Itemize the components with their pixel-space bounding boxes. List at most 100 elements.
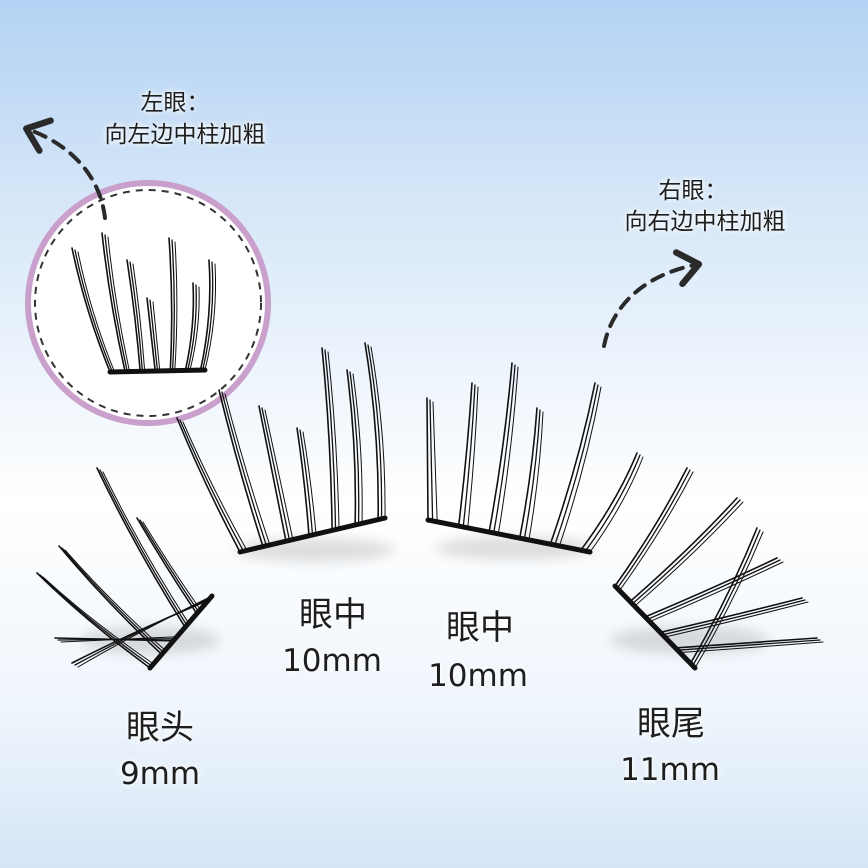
lash-strand — [619, 471, 694, 592]
lash-strand — [199, 259, 211, 371]
lash-strand — [77, 595, 213, 668]
left-note-text: 向左边中柱加粗 — [104, 122, 266, 148]
eyelash-cluster-icon — [425, 362, 644, 555]
lash-strand — [168, 237, 173, 372]
lash-strand — [554, 384, 599, 546]
lash-strand — [296, 427, 310, 537]
lash-strand — [264, 409, 294, 541]
lash-strand — [204, 263, 217, 371]
lash-strand — [324, 349, 337, 531]
lash-strand — [71, 599, 210, 664]
lash-strand — [146, 297, 156, 372]
lash-strand — [528, 411, 544, 541]
eyelash-cluster-icon — [612, 467, 824, 671]
lash-strand — [432, 401, 438, 523]
lash-strand — [614, 467, 688, 587]
lash-strand — [349, 371, 360, 525]
lash-strand — [462, 384, 476, 528]
lash-strand — [299, 429, 314, 536]
lash-strand — [692, 529, 761, 667]
lash-strand — [258, 405, 287, 542]
lash-strand — [60, 636, 178, 643]
lash-strand — [302, 431, 317, 535]
lash-strand — [187, 284, 197, 372]
segment-length-mid-left: 10mm — [282, 643, 382, 679]
lash-strand — [493, 364, 516, 534]
lash-strand — [558, 386, 602, 547]
lash-strand — [674, 637, 818, 649]
lash-strand — [580, 452, 638, 551]
eyelash-cluster-icon — [71, 232, 217, 375]
lash-strand — [261, 407, 291, 542]
lash-strand — [467, 386, 479, 529]
lash-band — [612, 583, 698, 671]
lash-strand — [221, 391, 268, 547]
lash-strand — [616, 469, 691, 589]
lash-strand — [149, 299, 159, 372]
segment-label-tail: 眼尾 — [637, 704, 705, 744]
left-note-title: 左眼： — [140, 90, 210, 116]
lash-strand — [74, 597, 211, 666]
lash-strand — [182, 421, 248, 551]
lash-strand — [107, 236, 131, 373]
segment-label-mid-right: 眼中 — [446, 608, 514, 648]
dashed-arrow-icon — [602, 249, 703, 348]
lash-strand — [644, 557, 778, 618]
lash-strand — [646, 559, 781, 620]
lash-strand — [101, 232, 126, 373]
lash-strand — [39, 574, 153, 667]
lash-strand — [184, 282, 195, 372]
lash-strand — [523, 409, 541, 540]
lash-strand — [676, 639, 821, 651]
lash-strand — [74, 249, 113, 373]
lash-strand — [104, 234, 128, 373]
lash-strand — [42, 576, 154, 665]
segment-length-mid-right: 10mm — [428, 658, 528, 694]
lash-strand — [136, 517, 198, 615]
lash-strand — [518, 407, 538, 539]
lash-strand — [96, 467, 186, 628]
lash-strand — [631, 499, 741, 605]
lash-strand — [346, 369, 357, 526]
lash-strand — [584, 454, 641, 552]
lash-strand — [589, 456, 644, 553]
lash-strand — [224, 393, 271, 546]
lash-strand — [36, 572, 151, 669]
lash-strand — [129, 261, 144, 372]
eyelash-cluster-icon — [36, 467, 215, 671]
lash-strand — [179, 419, 245, 552]
lash-strand — [659, 597, 803, 634]
lash-strand — [488, 362, 513, 533]
eyelash-cluster-icon — [176, 342, 388, 555]
right-note-text: 向右边中柱加粗 — [624, 209, 786, 235]
lash-strand — [367, 344, 383, 520]
lash-strand — [549, 382, 596, 545]
lash-strand — [426, 397, 429, 521]
lash-strand — [497, 366, 519, 535]
lash-strand — [649, 561, 784, 623]
lash-strand — [77, 251, 115, 373]
lash-strand — [142, 521, 201, 611]
lash-strand — [321, 347, 333, 532]
lash-strand — [364, 342, 380, 521]
lash-strand — [189, 286, 200, 371]
segment-length-head: 9mm — [119, 756, 201, 792]
lash-strand — [152, 301, 161, 372]
lash-strand — [99, 469, 188, 626]
lash-strand — [694, 531, 764, 669]
right-note-title: 右眼： — [658, 178, 728, 204]
lash-strand — [634, 501, 744, 607]
lash-strand — [429, 399, 434, 522]
lash-strand — [202, 261, 214, 371]
lash-strand — [352, 373, 363, 524]
lash-strand — [174, 241, 178, 372]
dashed-arrow-icon — [23, 117, 107, 220]
lash-strand — [176, 417, 241, 553]
lash-strand — [689, 527, 758, 665]
lash-strand — [132, 263, 146, 372]
lash-strand — [218, 389, 264, 548]
lash-strand — [126, 259, 141, 373]
lash-strand — [457, 382, 473, 527]
lash-strand — [370, 346, 386, 519]
